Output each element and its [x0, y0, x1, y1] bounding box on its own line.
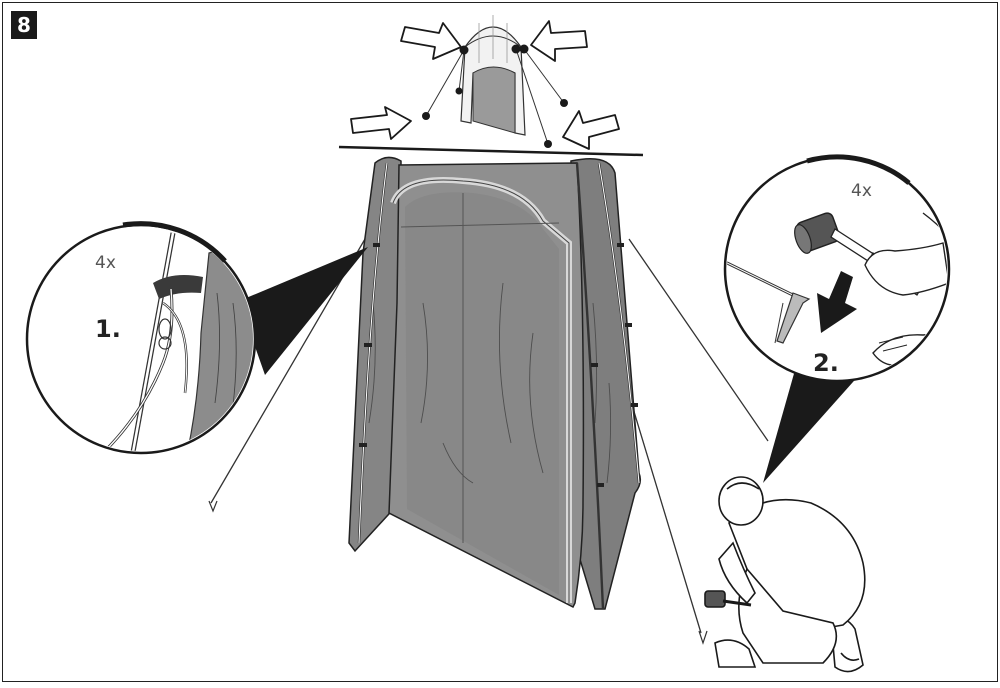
- arrow-icon: [351, 107, 411, 139]
- main-tent: [209, 157, 768, 643]
- left-callout: [27, 224, 368, 463]
- arrow-icon: [401, 23, 461, 59]
- left-quantity-label: 4x: [95, 253, 116, 273]
- arrow-icon: [531, 21, 587, 61]
- left-stake: [209, 501, 217, 511]
- overview-diagram: [339, 15, 643, 155]
- step-number-badge: 8: [11, 11, 37, 39]
- right-step-label: 2.: [813, 349, 839, 377]
- right-quantity-label: 4x: [851, 181, 872, 201]
- right-stake: [699, 631, 707, 643]
- right-callout: [723, 157, 949, 483]
- arrow-icon: [563, 111, 619, 149]
- small-tent-sketch: [461, 15, 525, 135]
- left-step-label: 1.: [95, 315, 121, 343]
- kneeling-person: [705, 477, 865, 672]
- assembly-illustration: [3, 3, 999, 683]
